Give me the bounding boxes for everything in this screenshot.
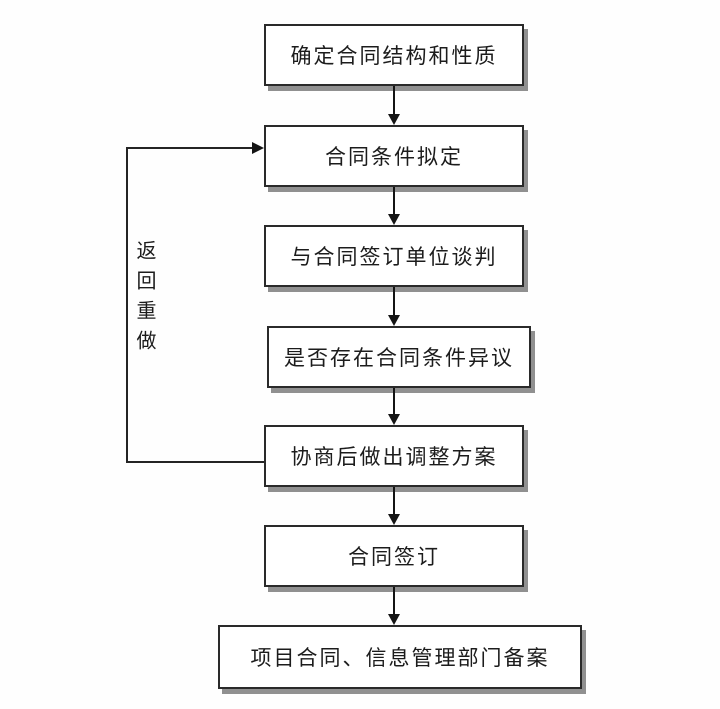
flow-step-6: 合同签订 — [264, 525, 524, 587]
flow-step-4: 是否存在合同条件异议 — [267, 326, 531, 388]
arrow-step5-to-step6 — [387, 487, 401, 525]
flow-step-3: 与合同签订单位谈判 — [264, 225, 524, 287]
arrow-step2-to-step3 — [387, 187, 401, 225]
feedback-loop-label: 返回重做 — [133, 240, 157, 360]
feedback-loop-arrowhead-icon — [252, 142, 264, 154]
flow-step-2: 合同条件拟定 — [264, 125, 524, 187]
feedback-loop-vertical-line — [126, 147, 128, 463]
arrow-step3-to-step4 — [387, 287, 401, 326]
arrow-step6-to-step7 — [387, 587, 401, 625]
flow-step-1: 确定合同结构和性质 — [264, 24, 524, 86]
arrow-step4-to-step5 — [387, 388, 401, 425]
flow-step-5: 协商后做出调整方案 — [264, 425, 524, 487]
feedback-loop-bottom-line — [126, 461, 264, 463]
flow-step-7: 项目合同、信息管理部门备案 — [218, 625, 582, 689]
feedback-loop-top-line — [126, 147, 253, 149]
arrow-step1-to-step2 — [387, 86, 401, 125]
